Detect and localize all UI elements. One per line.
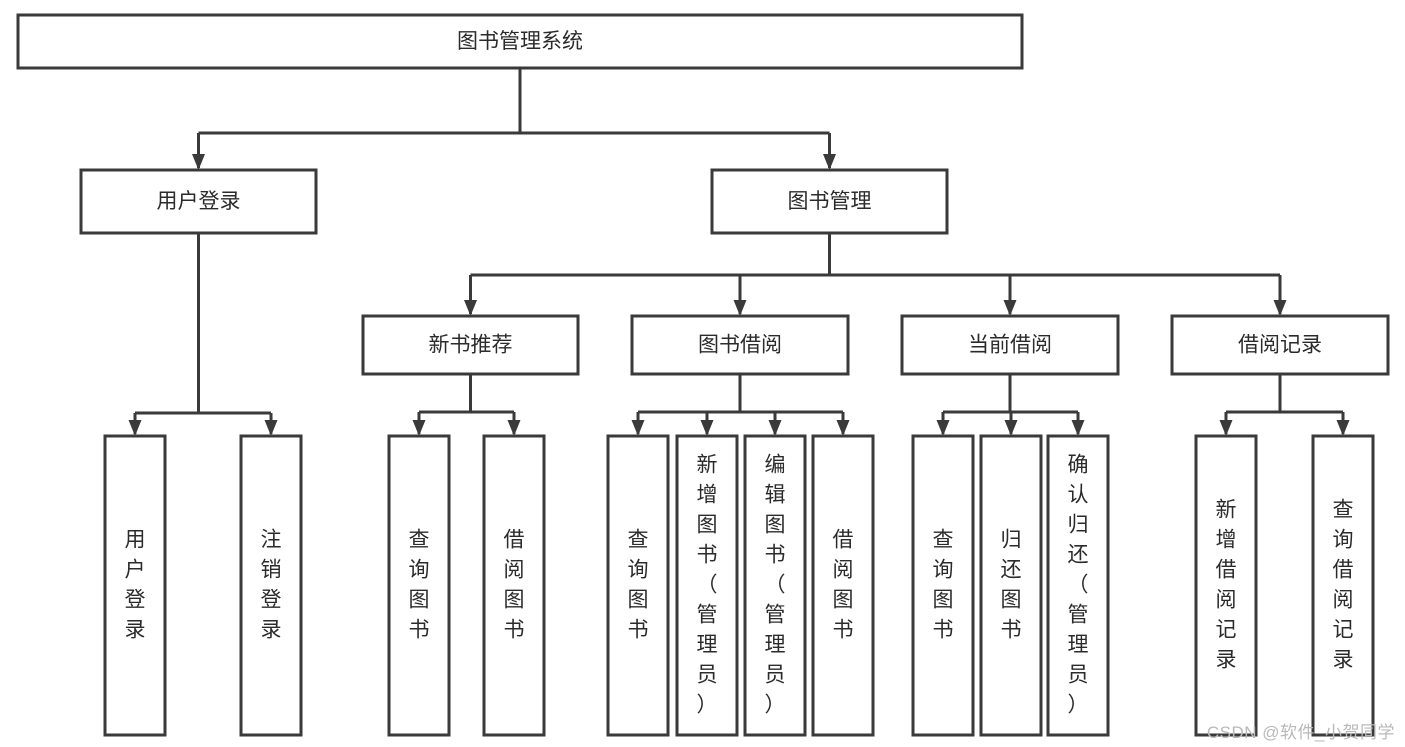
node-label: 用户登录	[125, 528, 146, 641]
node-leaf-leaf-add-book[interactable]: 新增图书（管理员）	[675, 434, 739, 737]
arrow-head-leaf-return-book	[1004, 420, 1018, 436]
node-leaf-leaf-logout[interactable]: 注销登录	[239, 434, 303, 737]
arrow-head-user-login	[192, 154, 205, 170]
node-label: 当前借阅	[968, 334, 1052, 357]
arrow-head-current-borrow	[1003, 300, 1017, 316]
node-box[interactable]	[710, 168, 949, 235]
node-label: 借阅图书	[504, 528, 525, 641]
node-level3-current-borrow[interactable]: 当前借阅	[900, 314, 1120, 376]
node-box[interactable]	[1311, 434, 1375, 737]
arrow-head-leaf-query-book-2	[631, 420, 645, 436]
node-label: 用户登录	[157, 190, 241, 213]
node-label: 编辑图书（管理员）	[765, 453, 786, 716]
node-box[interactable]	[1046, 434, 1110, 737]
node-box[interactable]	[743, 434, 807, 737]
node-leaf-leaf-return-book[interactable]: 归还图书	[979, 434, 1043, 737]
node-box[interactable]	[911, 434, 975, 737]
node-label: 新增借阅记录	[1216, 498, 1237, 671]
node-level3-borrow-record[interactable]: 借阅记录	[1170, 314, 1390, 376]
arrow-head-leaf-query-book-1	[412, 420, 426, 436]
node-box[interactable]	[239, 434, 303, 737]
node-leaf-leaf-confirm-return[interactable]: 确认归还（管理员）	[1046, 434, 1110, 737]
node-leaf-leaf-query-book-1[interactable]: 查询图书	[387, 434, 451, 737]
arrow-head-leaf-borrow-book-2	[836, 420, 850, 436]
node-label: 借阅图书	[833, 528, 854, 641]
node-leaf-leaf-add-record[interactable]: 新增借阅记录	[1194, 434, 1258, 737]
node-label: 查询借阅记录	[1333, 498, 1354, 671]
node-leaf-leaf-query-record[interactable]: 查询借阅记录	[1311, 434, 1375, 737]
arrow-head-leaf-borrow-book-1	[507, 420, 521, 436]
arrow-head-leaf-query-book-3	[936, 420, 950, 436]
node-box[interactable]	[1194, 434, 1258, 737]
node-leaf-leaf-query-book-2[interactable]: 查询图书	[606, 434, 670, 737]
node-box[interactable]	[482, 434, 546, 737]
arrow-head-new-book-rec	[464, 300, 477, 316]
node-label: 注销登录	[261, 528, 282, 641]
node-level3-book-borrow[interactable]: 图书借阅	[630, 314, 850, 376]
node-leaf-leaf-edit-book[interactable]: 编辑图书（管理员）	[743, 434, 807, 737]
node-label: 查询图书	[409, 528, 430, 641]
node-box[interactable]	[675, 434, 739, 737]
arrow-head-leaf-confirm-return	[1071, 420, 1085, 436]
arrow-head-leaf-logout	[264, 420, 278, 436]
arrow-head-book-borrow	[733, 300, 747, 316]
node-label: 新增图书（管理员）	[697, 453, 718, 716]
node-box[interactable]	[387, 434, 451, 737]
node-leaf-leaf-borrow-book-1[interactable]: 借阅图书	[482, 434, 546, 737]
node-box[interactable]	[103, 434, 167, 737]
node-leaf-leaf-borrow-book-2[interactable]: 借阅图书	[811, 434, 875, 737]
node-level3-new-book-rec[interactable]: 新书推荐	[361, 314, 580, 376]
connector-layer	[128, 68, 1350, 436]
node-label: 图书管理	[788, 190, 872, 213]
node-level2-book-manage[interactable]: 图书管理	[710, 168, 949, 235]
node-box[interactable]	[979, 434, 1043, 737]
node-box[interactable]	[811, 434, 875, 737]
node-label: 归还图书	[1001, 528, 1022, 641]
node-label: 新书推荐	[429, 334, 513, 357]
node-leaf-leaf-user-login[interactable]: 用户登录	[103, 434, 167, 737]
node-label: 查询图书	[933, 528, 954, 641]
arrow-head-leaf-user-login	[128, 420, 142, 436]
node-label: 确认归还（管理员）	[1068, 453, 1089, 716]
arrow-head-book-manage	[823, 154, 836, 170]
node-label: 图书借阅	[698, 334, 782, 357]
arrow-head-leaf-add-book	[700, 420, 714, 436]
node-box[interactable]	[606, 434, 670, 737]
arrow-head-leaf-query-record	[1336, 420, 1350, 436]
node-box[interactable]	[900, 314, 1120, 376]
node-box[interactable]	[630, 314, 850, 376]
arrow-head-borrow-record	[1273, 300, 1287, 316]
node-label: 图书管理系统	[457, 30, 583, 53]
node-level2-user-login[interactable]: 用户登录	[79, 168, 318, 235]
arrow-head-leaf-edit-book	[768, 420, 782, 436]
node-label: 查询图书	[628, 528, 649, 641]
node-box[interactable]	[79, 168, 318, 235]
arrow-head-leaf-add-record	[1219, 420, 1233, 436]
node-box[interactable]	[16, 13, 1024, 70]
node-root[interactable]: 图书管理系统	[16, 13, 1024, 70]
node-label: 借阅记录	[1238, 334, 1322, 357]
node-box[interactable]	[1170, 314, 1390, 376]
node-layer: 图书管理系统用户登录图书管理新书推荐图书借阅当前借阅借阅记录用户登录注销登录查询…	[16, 13, 1390, 737]
node-leaf-leaf-query-book-3[interactable]: 查询图书	[911, 434, 975, 737]
node-box[interactable]	[361, 314, 580, 376]
